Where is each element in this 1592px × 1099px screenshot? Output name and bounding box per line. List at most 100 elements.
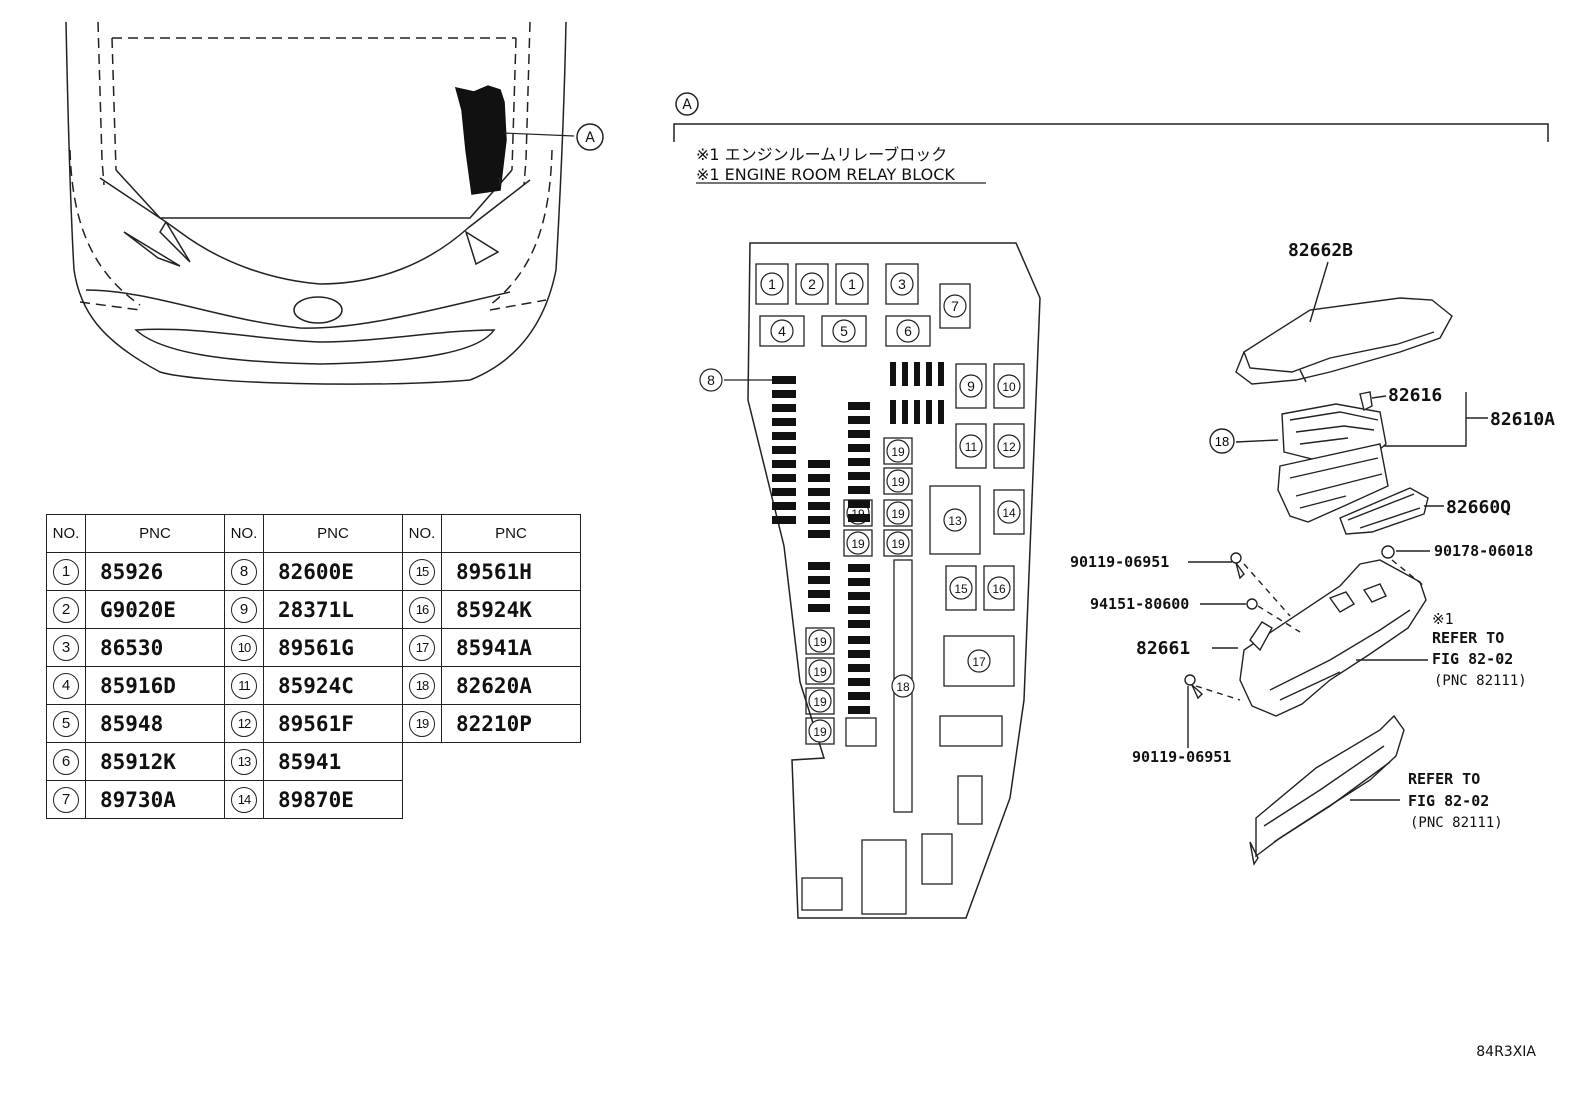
part-number-circle: 7 xyxy=(53,786,79,813)
callout-clip: 94151-80600 xyxy=(1090,595,1189,613)
svg-text:18: 18 xyxy=(1215,434,1229,449)
part-number-cell: 3 xyxy=(46,628,86,667)
relay-block-upper xyxy=(1235,391,1488,535)
fuse-19-7-circle xyxy=(808,629,832,653)
callout-82661: 82661 xyxy=(1136,638,1190,659)
part-number-circle: 14 xyxy=(231,786,257,813)
blade-fuse xyxy=(848,500,870,508)
callout-bolt-bottom: 90119-06951 xyxy=(1132,748,1231,766)
relay-10 xyxy=(993,363,1025,409)
blade-fuse xyxy=(772,516,796,524)
fuse-19-9-label: 19 xyxy=(813,695,827,709)
header-pnc-3: PNC xyxy=(441,514,581,553)
blade-fuse xyxy=(926,400,932,424)
part-number-circle: 6 xyxy=(53,748,79,775)
callout-8-label: 8 xyxy=(707,372,715,388)
relay-15-circle xyxy=(949,576,973,600)
pnc-cell: 82210P xyxy=(441,704,581,743)
pnc-cell: 89870E xyxy=(263,780,403,819)
blade-fuse xyxy=(848,606,870,614)
pnc-cell: 85941 xyxy=(263,742,403,781)
relay-12-circle xyxy=(997,434,1021,458)
part-number-cell: 2 xyxy=(46,590,86,629)
title-english: ※1 ENGINE ROOM RELAY BLOCK xyxy=(696,165,955,184)
pnc-cell: 85912K xyxy=(85,742,225,781)
refer2-line1: REFER TO xyxy=(1408,770,1480,788)
relay-15-label: 15 xyxy=(954,582,968,596)
relay-1a-label: 1 xyxy=(768,276,776,292)
blade-fuse xyxy=(772,446,796,454)
callout-82660q: 82660Q xyxy=(1446,497,1511,518)
relay-5 xyxy=(821,315,867,347)
blade-fuse xyxy=(808,604,830,612)
blade-fuse xyxy=(848,564,870,572)
relay-17-label: 17 xyxy=(972,655,986,669)
refer2-line3: (PNC 82111) xyxy=(1410,815,1503,831)
part-number-circle: 9 xyxy=(231,596,257,623)
fuse-19-1-circle xyxy=(886,439,910,463)
callout-circle-a xyxy=(576,123,604,151)
relay-9-circle xyxy=(959,374,983,398)
relay-12-label: 12 xyxy=(1002,440,1016,454)
relay-4-label: 4 xyxy=(778,323,786,339)
fuse-19-10-circle xyxy=(808,719,832,743)
part-number-cell: 19 xyxy=(402,704,442,743)
relay-11 xyxy=(955,423,987,469)
part-number-cell: 10 xyxy=(224,628,264,667)
blade-fuse xyxy=(772,502,796,510)
part-number-cell: 11 xyxy=(224,666,264,705)
blade-fuse xyxy=(902,362,908,386)
fuse-19-2 xyxy=(883,467,913,495)
part-number-cell: 18 xyxy=(402,666,442,705)
relay-9-label: 9 xyxy=(967,378,975,394)
relay-6 xyxy=(885,315,931,347)
pnc-cell: 85941A xyxy=(441,628,581,667)
lower-tray xyxy=(1249,714,1405,866)
fuse-19-9 xyxy=(805,687,835,715)
part-number-circle: 15 xyxy=(409,558,435,585)
fuse-19-8-label: 19 xyxy=(813,665,827,679)
blade-fuse xyxy=(914,400,920,424)
relay-4 xyxy=(759,315,805,347)
empty-slot xyxy=(801,877,843,911)
fuse-19-1-label: 19 xyxy=(891,445,905,459)
callout-8-circle xyxy=(699,368,723,392)
blade-fuse xyxy=(772,404,796,412)
fuse-19-2-label: 19 xyxy=(891,475,905,489)
blade-fuse xyxy=(848,514,870,522)
fuse-19-1 xyxy=(883,437,913,465)
fuse-19-10 xyxy=(805,717,835,745)
part-number-circle: 8 xyxy=(231,558,257,585)
blade-fuse xyxy=(848,402,870,410)
relay-7 xyxy=(939,283,971,329)
blade-fuse xyxy=(772,474,796,482)
part-number-circle: 3 xyxy=(53,634,79,661)
relay-6-label: 6 xyxy=(904,323,912,339)
fuse-19-4-circle xyxy=(886,531,910,555)
part-number-cell: 6 xyxy=(46,742,86,781)
part-number-cell: 1 xyxy=(46,552,86,591)
pnc-cell: 82600E xyxy=(263,552,403,591)
relay-12 xyxy=(993,423,1025,469)
header-no-3: NO. xyxy=(402,514,442,553)
part-number-cell: 14 xyxy=(224,780,264,819)
cover-82662b xyxy=(1235,261,1453,385)
blade-fuse xyxy=(848,486,870,494)
relay-3-label: 3 xyxy=(898,276,906,292)
blade-fuse xyxy=(848,664,870,672)
relay-16 xyxy=(983,565,1015,611)
section-a-bracket xyxy=(673,92,1549,184)
blade-fuse xyxy=(848,650,870,658)
callout-nut: 90178-06018 xyxy=(1434,542,1533,560)
blade-fuse xyxy=(808,590,830,598)
part-number-cell: 15 xyxy=(402,552,442,591)
fuse-19-9-circle xyxy=(808,689,832,713)
blade-fuse xyxy=(914,362,920,386)
blade-fuse xyxy=(808,474,830,482)
fuse-19-6-label: 19 xyxy=(851,537,865,551)
blade-fuse xyxy=(808,530,830,538)
fuse-19-8-circle xyxy=(808,659,832,683)
callout-a-label: A xyxy=(585,130,595,146)
